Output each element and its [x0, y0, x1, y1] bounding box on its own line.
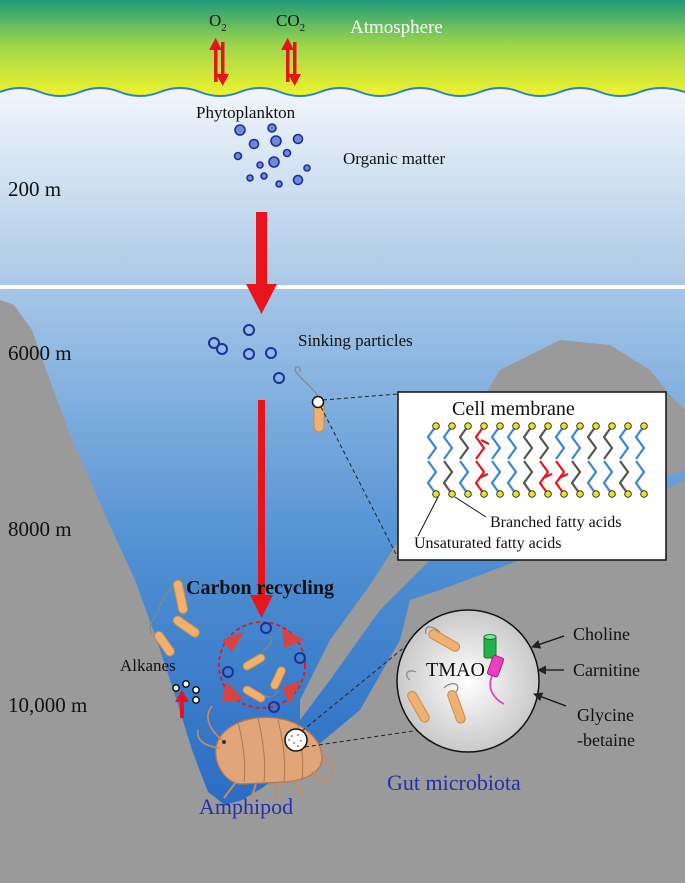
membrane-zoom-line-bottom: [320, 406, 399, 559]
phytoplankton-label: Phytoplankton: [196, 103, 296, 122]
membrane-bottom-heads: [432, 490, 648, 498]
surface-ocean: [0, 88, 685, 285]
membrane-top-heads: [432, 422, 648, 430]
depth-200m-label: 200 m: [8, 177, 61, 201]
carbon-recycling-label: Carbon recycling: [186, 577, 334, 599]
gut-zoom-texture: [288, 734, 302, 747]
sinking-particles: [208, 324, 285, 384]
recycle-arrowhead-top-right: [282, 628, 304, 648]
depth-6000m-label: 6000 m: [8, 341, 72, 365]
gut-microbiota-panel: TMAO: [396, 609, 540, 753]
membrane-bottom-layer: [426, 460, 646, 495]
alkane-particles: [172, 680, 200, 704]
gut-bacteria: [406, 626, 466, 724]
branched-fatty-acids-label: Branched fatty acids: [490, 514, 622, 531]
co2-up-arrow: [281, 38, 294, 82]
co2-down-arrow: [288, 42, 301, 86]
unsaturated-fatty-acids-label: Unsaturated fatty acids: [414, 535, 562, 552]
membrane-zoom-line-top: [322, 393, 399, 401]
branched-pointer: [454, 496, 487, 518]
amphipod-label: Amphipod: [199, 794, 293, 819]
betaine-label: -betaine: [577, 730, 635, 750]
o2-exchange: O2: [209, 11, 229, 86]
choline-label: Choline: [573, 624, 630, 644]
recycle-arrowhead-bottom-right: [282, 680, 300, 704]
svg-text:CO2: CO2: [276, 11, 305, 34]
sinking-particles-label: Sinking particles: [298, 331, 413, 350]
gut-zoom-line-bottom: [304, 729, 421, 748]
co2-exchange: CO2: [276, 11, 305, 86]
water-surface-line: [0, 87, 685, 97]
unsaturated-pointer: [417, 496, 439, 537]
o2-up-arrow: [209, 38, 222, 82]
o2-down-arrow: [216, 42, 229, 86]
cell-membrane-title: Cell membrane: [452, 398, 575, 420]
recycling-bacteria: [242, 635, 286, 703]
tmao-label: TMAO: [426, 659, 485, 681]
cell-membrane-panel: Cell membrane: [397, 391, 667, 561]
choline-pointer: [531, 635, 565, 649]
carnitine-cylinder-icon: [486, 654, 505, 705]
alkane-up-arrow: [175, 690, 189, 718]
glycine-pointer: [533, 692, 567, 707]
depth-10000m-label: 10,000 m: [8, 693, 87, 717]
depth-boundary-line: [0, 285, 685, 289]
recycling-particles: [222, 622, 306, 713]
svg-text:O2: O2: [209, 11, 227, 34]
membrane-top-layer: [426, 425, 646, 460]
recycling-loop: [218, 621, 306, 709]
depth-8000m-label: 8000 m: [8, 517, 72, 541]
choline-cylinder-icon: [483, 634, 497, 659]
wall-bacteria: [149, 579, 200, 657]
gut-microbiota-label: Gut microbiota: [387, 770, 521, 795]
glycine-label: Glycine: [577, 705, 634, 725]
membrane-zoom-marker: [311, 395, 325, 409]
organic-matter-particles: [233, 123, 311, 188]
organic-matter-label: Organic matter: [343, 149, 445, 168]
recycle-arrowhead-bottom-left: [222, 682, 244, 702]
atmosphere-label: Atmosphere: [350, 17, 443, 38]
sinking-arrow-upper: [246, 212, 277, 314]
carnitine-label: Carnitine: [573, 660, 640, 680]
gut-zoom-marker: [284, 728, 308, 752]
sinking-arrow-lower: [250, 400, 273, 618]
alkanes-label: Alkanes: [120, 656, 176, 675]
trench-left-wall: [0, 300, 685, 883]
atmosphere-band: [0, 0, 685, 100]
recycle-arrowhead-top-left: [222, 632, 244, 652]
